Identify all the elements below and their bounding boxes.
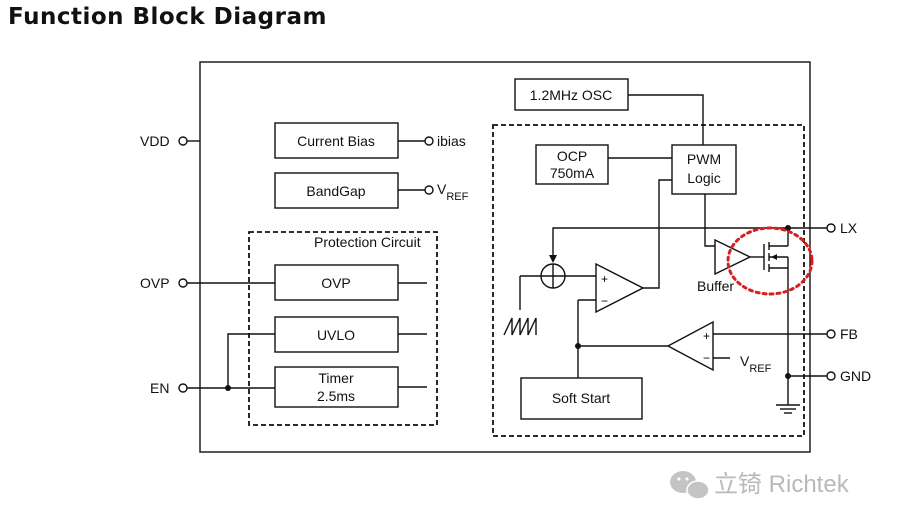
osc-label: 1.2MHz OSC xyxy=(530,87,612,103)
bandgap-block xyxy=(274,172,399,209)
pwm-logic-block xyxy=(671,144,737,195)
uvlo-block xyxy=(274,316,399,353)
protection-circuit-label: Protection Circuit xyxy=(314,234,421,250)
comparator-to-pwm-wire xyxy=(643,179,672,289)
buffer-triangle xyxy=(714,238,752,276)
pin-lx-label: LX xyxy=(840,220,858,236)
pin-vdd xyxy=(178,136,188,146)
timer-label-line1: Timer xyxy=(318,370,354,386)
ea-out-junction xyxy=(575,343,581,349)
ea-minus: − xyxy=(703,351,710,365)
pin-lx xyxy=(826,223,836,233)
pwm-to-buffer-wire xyxy=(704,194,715,247)
pwm-label-line1: PWM xyxy=(687,151,721,167)
pwm-label-line2: Logic xyxy=(687,170,720,186)
pin-en xyxy=(178,383,188,393)
timer-label-line2: 2.5ms xyxy=(317,388,355,404)
vref-node xyxy=(424,185,434,195)
current-bias-block xyxy=(274,122,399,159)
error-amplifier xyxy=(666,320,714,372)
ocp-block xyxy=(535,144,609,185)
protection-circuit-boundary xyxy=(248,231,438,426)
current-bias-label: Current Bias xyxy=(297,133,375,149)
ea-plus: + xyxy=(703,329,710,343)
sawtooth-symbol xyxy=(503,317,537,336)
wechat-icon xyxy=(670,471,710,500)
ocp-label-line2: 750mA xyxy=(550,165,595,181)
comparator-minus: − xyxy=(601,294,608,308)
osc-to-pwm-wire xyxy=(628,94,704,145)
comparator-plus: + xyxy=(601,272,608,286)
soft-start-label: Soft Start xyxy=(552,390,610,406)
en-junction xyxy=(225,385,231,391)
uvlo-block-label: UVLO xyxy=(317,327,355,343)
current-sense-arrow xyxy=(549,255,557,263)
watermark-text: 立锜 Richtek xyxy=(714,471,850,498)
nmos-switch xyxy=(763,242,788,272)
buffer-label: Buffer xyxy=(697,278,734,294)
ovp-block-label: OVP xyxy=(321,275,351,291)
ground-symbol xyxy=(776,404,800,414)
ibias-label: ibias xyxy=(437,133,466,149)
watermark: 立锜 Richtek xyxy=(670,471,850,500)
soft-start-block xyxy=(520,377,643,420)
ocp-label-line1: OCP xyxy=(557,148,587,164)
pin-gnd xyxy=(826,371,836,381)
page-title: Function Block Diagram xyxy=(8,4,327,30)
pin-fb-label: FB xyxy=(840,326,858,342)
osc-block xyxy=(514,78,629,111)
pwm-comparator xyxy=(595,262,645,314)
pin-vdd-label: VDD xyxy=(140,133,170,149)
pin-en-label: EN xyxy=(150,380,169,396)
vref-main-label: VREF xyxy=(437,181,469,203)
pin-fb xyxy=(826,329,836,339)
current-sense-wire xyxy=(552,227,788,256)
bandgap-label: BandGap xyxy=(306,183,365,199)
timer-block xyxy=(274,366,399,408)
highlight-circle xyxy=(726,226,814,296)
vref-ea-label: VREF xyxy=(740,353,772,375)
chip-outline xyxy=(199,61,811,453)
ibias-node xyxy=(424,136,434,146)
pin-gnd-label: GND xyxy=(840,368,871,384)
en-to-uvlo-wire xyxy=(227,333,275,388)
pin-ovp-label: OVP xyxy=(140,275,170,291)
pin-ovp xyxy=(178,278,188,288)
